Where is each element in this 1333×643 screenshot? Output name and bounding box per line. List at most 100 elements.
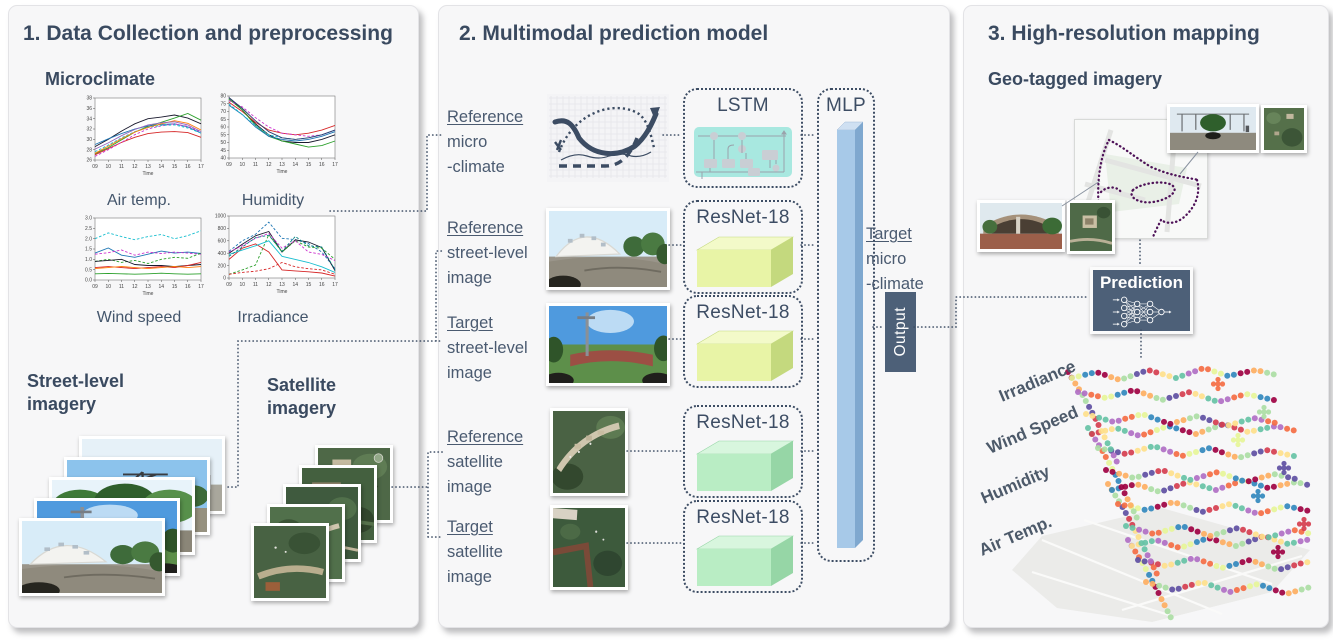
output-badge: Output — [885, 292, 916, 372]
svg-text:10: 10 — [239, 162, 245, 168]
svg-text:14: 14 — [158, 284, 164, 290]
svg-text:09: 09 — [92, 284, 98, 290]
svg-text:3.0: 3.0 — [85, 216, 92, 222]
row-label-reference-street: Reference street-level image — [447, 219, 528, 287]
svg-text:80: 80 — [220, 94, 226, 100]
target-street-image — [546, 303, 670, 386]
svg-text:30: 30 — [86, 137, 92, 143]
panel2-title: 2. Multimodal prediction model — [459, 22, 769, 45]
svg-text:14: 14 — [158, 164, 164, 170]
neural-network-icon — [1104, 295, 1180, 329]
svg-text:13: 13 — [145, 164, 151, 170]
svg-text:1.5: 1.5 — [85, 247, 92, 253]
svg-text:12: 12 — [266, 282, 272, 288]
panel1-title: 1. Data Collection and preprocessing — [23, 22, 393, 45]
target-satellite-image — [550, 505, 628, 590]
geo-tagged-heading: Geo-tagged imagery — [988, 69, 1163, 89]
svg-text:17: 17 — [198, 164, 204, 170]
panel-prediction-model: 2. Multimodal prediction model Reference… — [438, 5, 950, 628]
panel-data-collection: 1. Data Collection and preprocessing Mic… — [8, 5, 419, 628]
svg-text:09: 09 — [226, 282, 232, 288]
svg-text:11: 11 — [119, 284, 124, 290]
svg-text:15: 15 — [306, 162, 312, 168]
row-label-reference-microclimate: Reference micro -climate — [447, 108, 524, 176]
row-label-target-street: Target street-level image — [447, 314, 528, 382]
hexmap-layer-label: Irradiance — [996, 358, 1078, 406]
svg-text:10: 10 — [239, 282, 245, 288]
svg-text:16: 16 — [319, 282, 325, 288]
target-microclimate-label: Target micro -climate — [866, 225, 924, 293]
geo-street-photo-top — [1167, 104, 1259, 153]
svg-text:17: 17 — [332, 282, 338, 288]
microclimate-chart-icon — [547, 94, 669, 182]
svg-text:26: 26 — [86, 158, 92, 164]
svg-text:2.0: 2.0 — [85, 236, 92, 242]
svg-text:12: 12 — [266, 162, 272, 168]
svg-text:45: 45 — [220, 148, 226, 154]
svg-text:11: 11 — [253, 162, 258, 168]
svg-text:70: 70 — [220, 109, 226, 115]
svg-text:09: 09 — [92, 164, 98, 170]
svg-text:55: 55 — [220, 132, 226, 138]
satellite-imagery-heading: Satellite imagery — [267, 375, 337, 418]
reference-satellite-image — [550, 408, 628, 496]
svg-text:32: 32 — [86, 127, 92, 133]
svg-text:800: 800 — [218, 226, 227, 232]
geo-street-photo-bottom — [977, 200, 1065, 252]
svg-text:34: 34 — [86, 116, 92, 122]
svg-text:16: 16 — [185, 164, 191, 170]
svg-text:15: 15 — [306, 282, 312, 288]
svg-text:16: 16 — [185, 284, 191, 290]
lstm-box: LSTM — [683, 88, 803, 188]
svg-text:11: 11 — [253, 282, 258, 288]
svg-text:0: 0 — [223, 276, 226, 282]
svg-text:36: 36 — [86, 106, 92, 112]
mlp-bar-icon — [827, 120, 867, 556]
air-temp-caption: Air temp. — [106, 192, 171, 209]
svg-text:16: 16 — [319, 162, 325, 168]
svg-text:2.5: 2.5 — [85, 226, 92, 232]
reference-street-image — [546, 208, 670, 290]
wind-speed-caption: Wind speed — [96, 309, 182, 326]
mlp-box: MLP — [817, 88, 875, 562]
resnet-cuboid-icon — [685, 324, 805, 388]
resnet-box-ref-street: ResNet-18 — [683, 200, 803, 294]
svg-text:Time: Time — [277, 169, 288, 175]
hexmap-layer-label: Wind Speed — [984, 402, 1081, 457]
hexmap-layer-label: Humidity — [978, 462, 1053, 508]
svg-text:0.0: 0.0 — [85, 278, 92, 284]
svg-text:50: 50 — [220, 140, 226, 146]
lstm-cell-icon — [692, 123, 796, 183]
svg-text:400: 400 — [218, 251, 227, 257]
svg-text:10: 10 — [105, 284, 111, 290]
svg-text:09: 09 — [226, 162, 232, 168]
street-imagery-heading: Street-level imagery — [27, 371, 125, 414]
svg-text:13: 13 — [279, 162, 285, 168]
svg-text:28: 28 — [86, 147, 92, 153]
svg-text:600: 600 — [218, 239, 227, 245]
svg-text:17: 17 — [198, 284, 204, 290]
geo-satellite-photo-top — [1261, 105, 1307, 153]
resnet-cuboid-icon — [685, 230, 805, 294]
svg-text:1000: 1000 — [215, 214, 226, 220]
svg-text:13: 13 — [145, 284, 151, 290]
microclimate-heading: Microclimate — [45, 69, 156, 89]
svg-text:Time: Time — [143, 171, 154, 177]
street-stack-photo — [19, 518, 165, 596]
irradiance-caption: Irradiance — [237, 309, 309, 326]
svg-text:14: 14 — [292, 282, 298, 288]
svg-text:10: 10 — [105, 164, 111, 170]
svg-text:13: 13 — [279, 282, 285, 288]
satellite-stack-photo — [251, 523, 329, 601]
resnet-box-tgt-satellite: ResNet-18 — [683, 500, 803, 593]
resnet-box-tgt-street: ResNet-18 — [683, 295, 803, 388]
svg-text:60: 60 — [220, 125, 226, 131]
svg-text:Time: Time — [277, 289, 288, 295]
svg-text:15: 15 — [172, 164, 178, 170]
